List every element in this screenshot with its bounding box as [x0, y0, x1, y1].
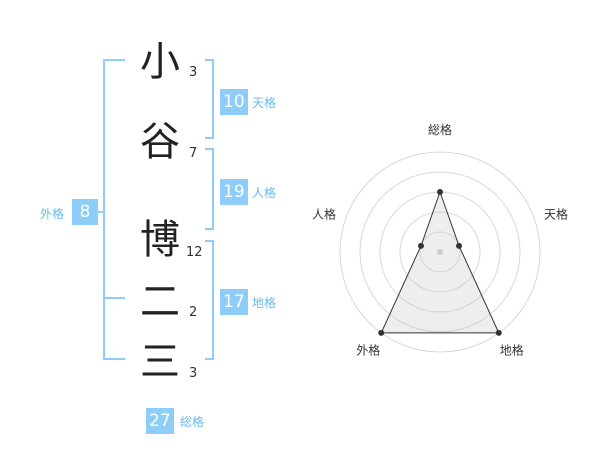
tenkaku-bracket — [205, 59, 214, 139]
radar-axis-label-3: 地格 — [500, 343, 524, 358]
name-char-5: 三 — [140, 339, 180, 385]
jinkaku-bracket — [205, 148, 214, 230]
radar-point-2 — [456, 242, 463, 249]
radar-center-dot — [437, 249, 443, 255]
radar-axis-label-2: 天格 — [544, 206, 568, 221]
chikaku-bracket — [205, 240, 214, 360]
soukaku-label: 総格 — [180, 415, 205, 429]
radar-axis-label-5: 人格 — [312, 206, 336, 221]
radar-point-5 — [417, 242, 424, 249]
radar-ring-1 — [419, 231, 461, 273]
stroke-count-1: 3 — [189, 65, 198, 80]
gaikaku-bracket-bottom — [103, 298, 125, 360]
stroke-count-5: 3 — [189, 366, 198, 381]
chikaku-label: 地格 — [252, 296, 277, 310]
name-char-2: 谷 — [140, 119, 180, 165]
jinkaku-value: 19 — [220, 179, 248, 205]
radar-axis-label-4: 外格 — [356, 343, 380, 358]
soukaku-value: 27 — [146, 408, 174, 434]
tenkaku-label: 天格 — [252, 96, 277, 110]
stroke-count-4: 2 — [189, 305, 198, 320]
gaikaku-bracket-tick — [97, 211, 104, 213]
tenkaku-value: 10 — [220, 89, 248, 115]
gaikaku-value: 8 — [72, 199, 98, 225]
name-char-3: 博 — [140, 217, 180, 263]
gaikaku-bracket-top — [103, 59, 125, 299]
name-char-1: 小 — [140, 39, 180, 85]
radar-ring-2 — [399, 211, 481, 293]
chikaku-value: 17 — [220, 289, 248, 315]
radar-point-3 — [495, 329, 502, 336]
radar-point-4 — [378, 329, 385, 336]
radar-ring-4 — [359, 171, 521, 333]
radar-point-1 — [437, 189, 443, 195]
radar-series-polygon — [380, 190, 500, 334]
radar-ring-5 — [339, 151, 541, 353]
jinkaku-label: 人格 — [252, 186, 277, 200]
radar-axis-label-1: 総格 — [428, 122, 452, 137]
name-char-4: 二 — [140, 279, 180, 325]
gaikaku-label: 外格 — [40, 207, 65, 221]
stroke-count-2: 7 — [189, 146, 198, 161]
stroke-count-3: 12 — [186, 245, 203, 260]
